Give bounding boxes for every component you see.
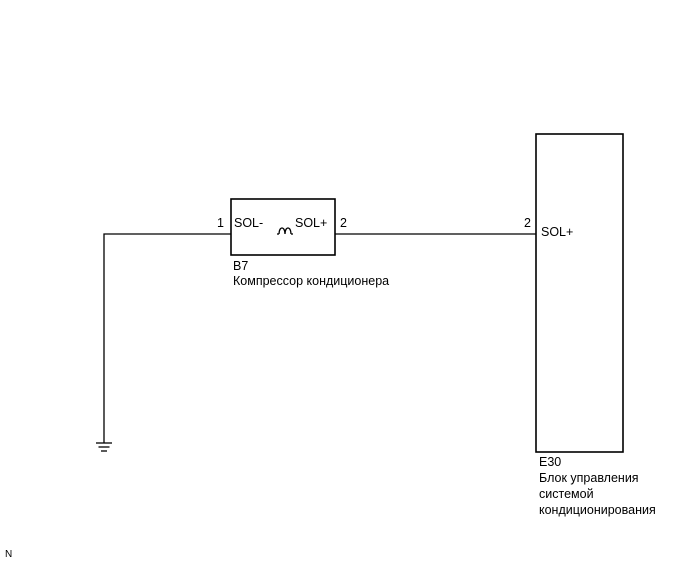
compressor-connector-box	[230, 198, 336, 256]
compressor-pin-right-number: 2	[340, 216, 347, 230]
compressor-name: Компрессор кондиционера	[233, 274, 389, 288]
ecu-pin-number: 2	[524, 216, 531, 230]
footer-code: N	[5, 549, 12, 560]
ground-icon	[96, 442, 112, 452]
ecu-name-line-1: Блок управления	[539, 471, 639, 485]
compressor-pin-right-label: SOL+	[295, 216, 327, 230]
ground-wire	[103, 233, 231, 443]
solenoid-coil-icon	[277, 227, 293, 235]
ecu-box	[535, 133, 624, 453]
compressor-pin-left-label: SOL-	[234, 216, 263, 230]
ecu-pin-label: SOL+	[541, 225, 573, 239]
ecu-connector-code: E30	[539, 455, 561, 469]
ecu-name-line-3: кондиционирования	[539, 503, 656, 517]
compressor-pin-left-number: 1	[217, 216, 224, 230]
compressor-connector-code: B7	[233, 259, 248, 273]
ecu-name-line-2: системой	[539, 487, 594, 501]
